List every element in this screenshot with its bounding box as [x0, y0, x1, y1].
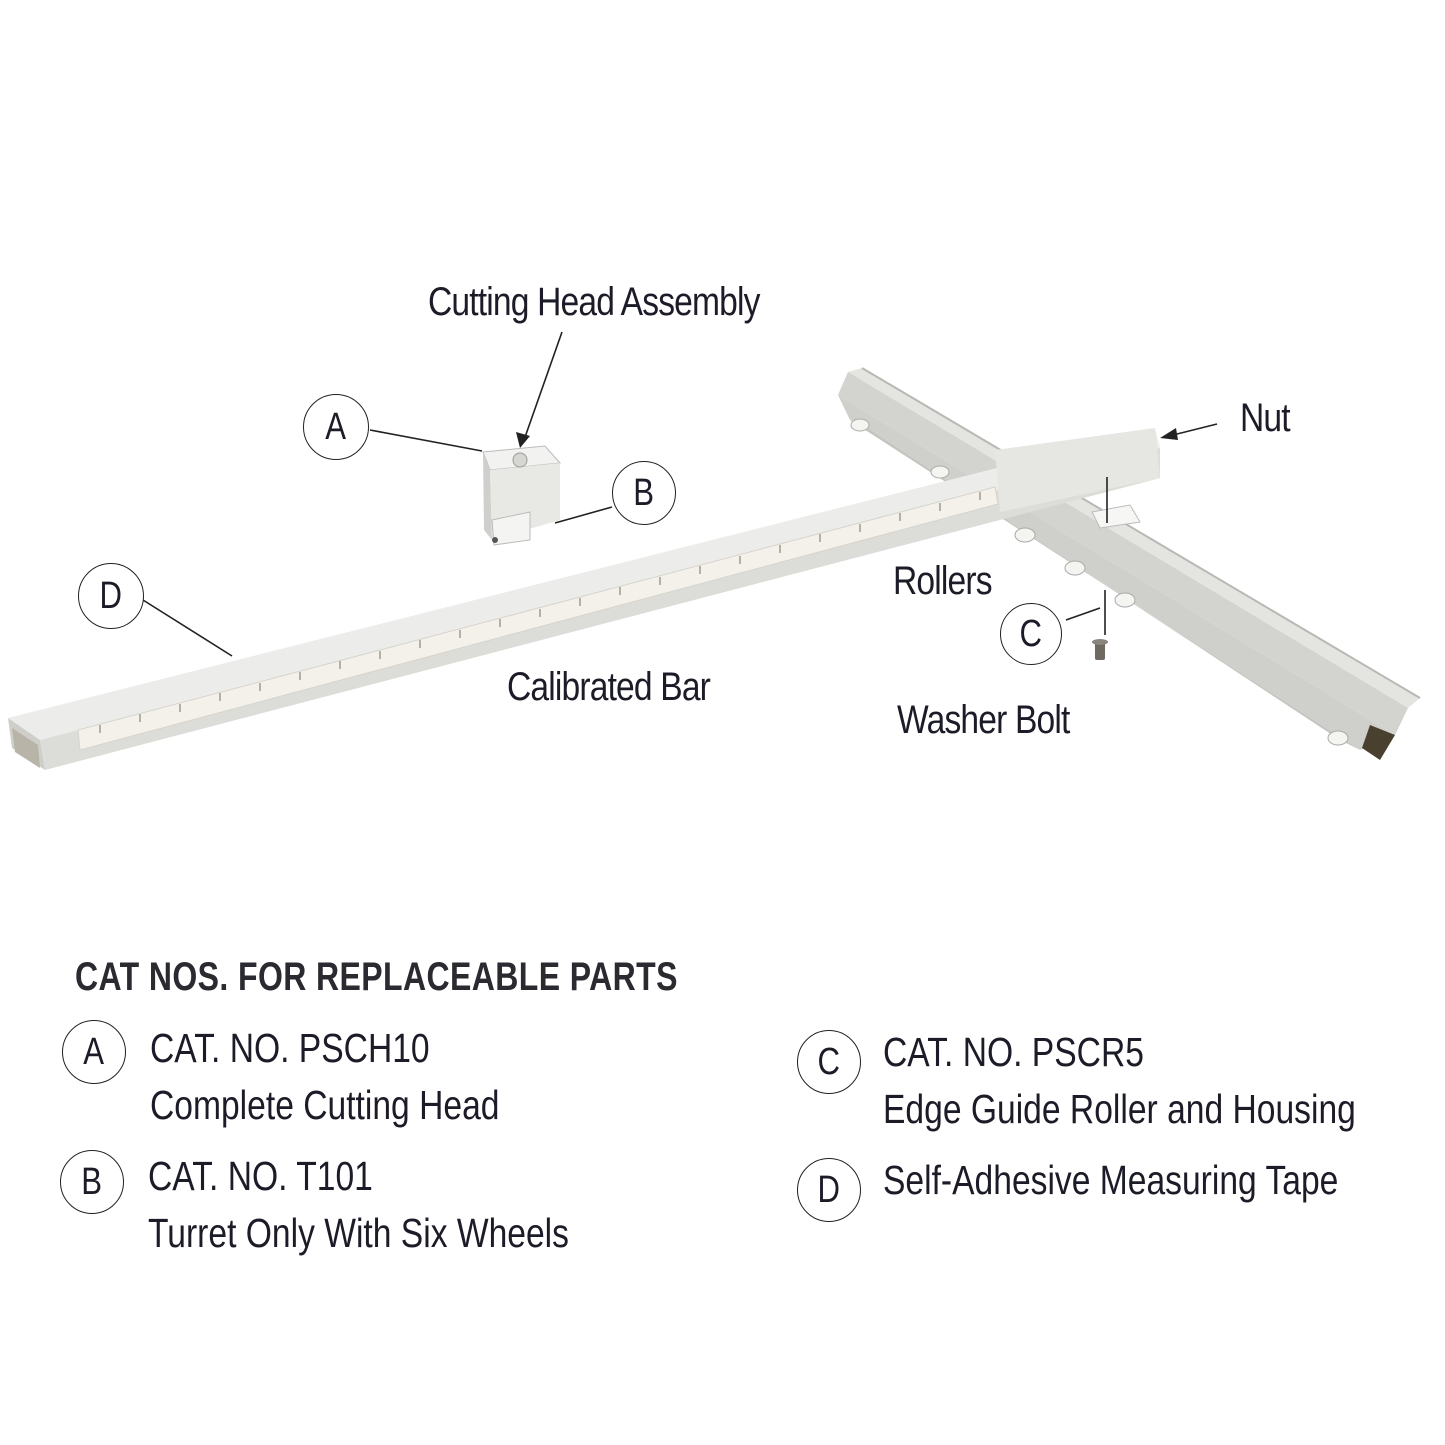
arrowheads — [516, 428, 1178, 448]
measuring-tape-ticks — [99, 492, 981, 733]
label-nut: Nut — [1240, 396, 1291, 440]
part-cat-no: CAT. NO. PSCH10 — [150, 1025, 430, 1071]
part-description: Complete Cutting Head — [150, 1082, 500, 1128]
part-letter-b: B — [60, 1150, 124, 1214]
part-letter-c: C — [797, 1030, 861, 1094]
callout-d: D — [78, 563, 144, 629]
callout-a: A — [303, 394, 369, 460]
parts-list-heading: CAT NOS. FOR REPLACEABLE PARTS — [75, 955, 678, 999]
part-letter-a: A — [62, 1020, 126, 1084]
part-description: Turret Only With Six Wheels — [148, 1210, 569, 1256]
label-cutting-head-assembly: Cutting Head Assembly — [428, 280, 760, 324]
label-rollers: Rollers — [893, 559, 993, 603]
calibrated-bar — [8, 428, 1160, 770]
label-calibrated-bar: Calibrated Bar — [507, 665, 711, 709]
callout-c: C — [1000, 603, 1062, 665]
callout-b: B — [612, 461, 676, 525]
part-cat-no: CAT. NO. T101 — [148, 1153, 373, 1199]
part-description: Self-Adhesive Measuring Tape — [883, 1157, 1339, 1203]
cutting-head — [482, 445, 562, 546]
washer-bolt — [1092, 639, 1108, 660]
leader-lines — [142, 331, 1218, 657]
roller-wheels — [850, 418, 1349, 746]
label-washer-bolt: Washer Bolt — [897, 698, 1070, 742]
part-cat-no: CAT. NO. PSCR5 — [883, 1029, 1144, 1075]
part-description: Edge Guide Roller and Housing — [883, 1086, 1356, 1132]
part-letter-d: D — [797, 1158, 861, 1222]
